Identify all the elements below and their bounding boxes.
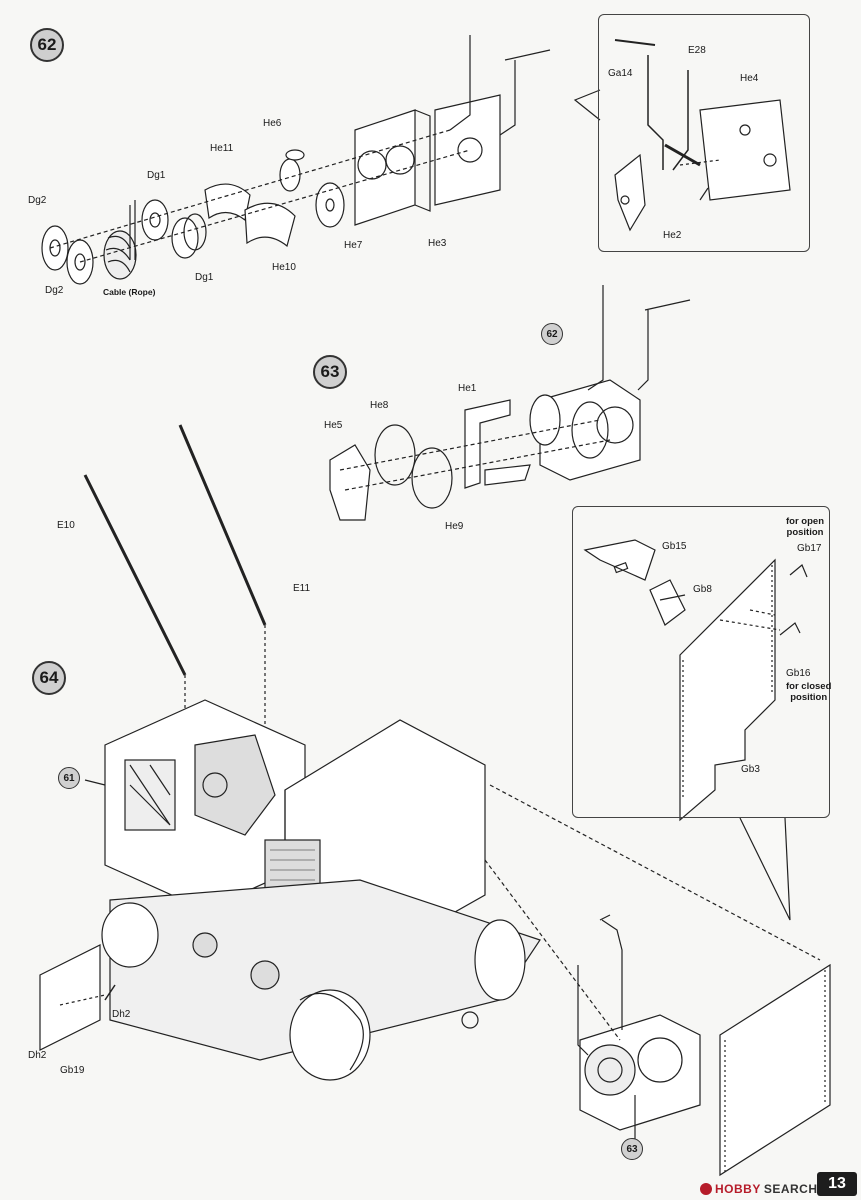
label-gb8: Gb8: [693, 584, 712, 595]
label-for-closed-position: for closed position: [786, 681, 832, 703]
step64-assembly: [39, 424, 831, 1177]
label-gb15: Gb15: [662, 541, 687, 552]
hobbysearch-watermark: HOBBY SEARCH: [700, 1182, 818, 1196]
label-dh2-left: Dh2: [28, 1050, 47, 1061]
label-he7: He7: [344, 240, 363, 251]
watermark-search-text: SEARCH: [763, 1182, 818, 1196]
label-dg1-bottom: Dg1: [195, 272, 214, 283]
label-he6: He6: [263, 118, 282, 129]
label-gb17: Gb17: [797, 543, 822, 554]
label-dg1-top: Dg1: [147, 170, 166, 181]
step62-inset-drawing: [614, 39, 791, 232]
label-he2: He2: [663, 230, 682, 241]
label-gb3: Gb3: [741, 764, 760, 775]
step-62-number: 62: [30, 28, 64, 62]
label-e10: E10: [57, 520, 75, 531]
label-gb16: Gb16: [786, 668, 811, 679]
ref-62: 62: [541, 323, 563, 345]
label-he11: He11: [210, 143, 234, 154]
step63-assembly: [329, 285, 691, 521]
step-63-number: 63: [313, 355, 347, 389]
watermark-hobby-text: HOBBY: [715, 1182, 761, 1196]
label-he10: He10: [272, 262, 296, 273]
label-he8: He8: [370, 400, 389, 411]
hobbysearch-logo-icon: [700, 1183, 712, 1195]
page-number: 13: [817, 1172, 857, 1196]
step-64-number: 64: [32, 661, 66, 695]
label-e11: E11: [293, 583, 311, 594]
ref-63: 63: [621, 1138, 643, 1160]
label-for-open-position: for open position: [786, 516, 824, 538]
label-dg2-top: Dg2: [28, 195, 47, 206]
label-gb19: Gb19: [60, 1065, 85, 1076]
label-he4: He4: [740, 73, 759, 84]
label-cable-rope: Cable (Rope): [103, 287, 156, 297]
label-he5: He5: [324, 420, 343, 431]
label-dg2-bottom: Dg2: [45, 285, 64, 296]
label-dh2-right: Dh2: [112, 1009, 131, 1020]
label-he9: He9: [445, 521, 464, 532]
label-e28: E28: [688, 45, 706, 56]
step64-detail-inset: [572, 506, 830, 818]
step64-inset-drawing: [583, 539, 808, 822]
step62-assembly: [41, 35, 551, 285]
ref-61: 61: [58, 767, 80, 789]
label-he3: He3: [428, 238, 447, 249]
label-he1: He1: [458, 383, 477, 394]
label-ga14: Ga14: [608, 68, 633, 79]
step62-detail-inset: [598, 14, 810, 252]
